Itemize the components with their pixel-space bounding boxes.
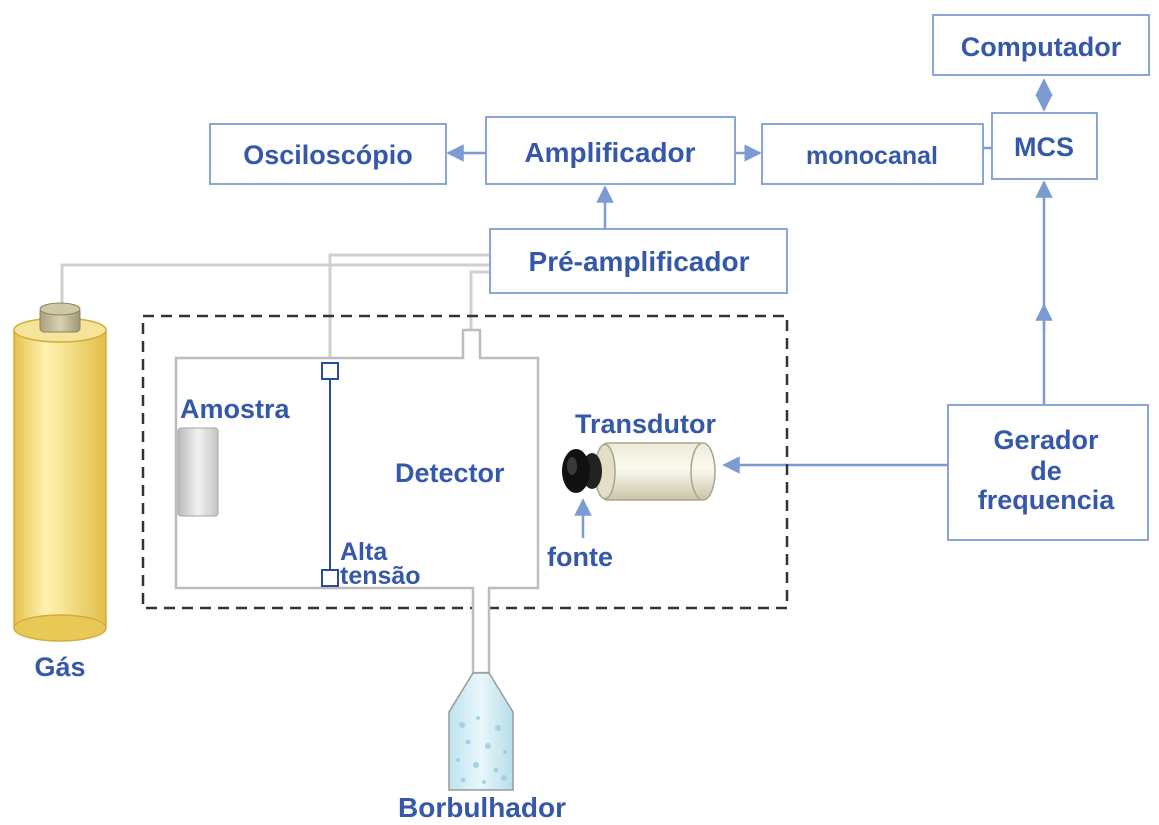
transdutor-label: Transdutor	[575, 409, 717, 439]
pre-amplificador-label: Pré-amplificador	[529, 246, 750, 277]
block-monocanal: monocanal	[761, 123, 984, 185]
gas-label: Gás	[34, 652, 85, 682]
gerador-label-line3: frequencia	[978, 485, 1116, 515]
block-gerador-de-frequencia: Gerador de frequencia	[947, 404, 1149, 541]
block-osciloscopio: Osciloscópio	[209, 123, 447, 185]
fonte-label: fonte	[547, 542, 613, 572]
amplificador-label: Amplificador	[524, 137, 695, 168]
signal-arrows	[446, 78, 1053, 538]
high-voltage-electrode	[321, 362, 339, 587]
sample	[177, 427, 219, 517]
monocanal-label: monocanal	[806, 142, 938, 170]
alta-label: Alta	[340, 538, 388, 566]
borbulhador-label: Borbulhador	[398, 792, 566, 823]
electrode-top	[321, 362, 339, 380]
amostra-label: Amostra	[180, 394, 291, 424]
mcs-label: MCS	[1014, 132, 1074, 162]
block-amplificador: Amplificador	[485, 116, 736, 185]
gas-tubing	[60, 253, 490, 360]
gas-cylinder	[13, 302, 107, 642]
transducer	[562, 442, 716, 501]
tensao-label: tensão	[340, 562, 421, 590]
osciloscopio-label: Osciloscópio	[243, 140, 413, 170]
electrode-bottom	[321, 569, 339, 587]
detector-chamber	[174, 328, 540, 675]
gerador-label-line1: Gerador	[993, 425, 1099, 455]
bubbler	[448, 672, 514, 791]
block-mcs: MCS	[991, 112, 1098, 180]
block-pre-amplificador: Pré-amplificador	[489, 228, 788, 294]
block-computador: Computador	[932, 14, 1150, 76]
computador-label: Computador	[961, 32, 1122, 62]
gerador-label-line2: de	[1030, 456, 1062, 486]
detector-label: Detector	[395, 458, 505, 488]
